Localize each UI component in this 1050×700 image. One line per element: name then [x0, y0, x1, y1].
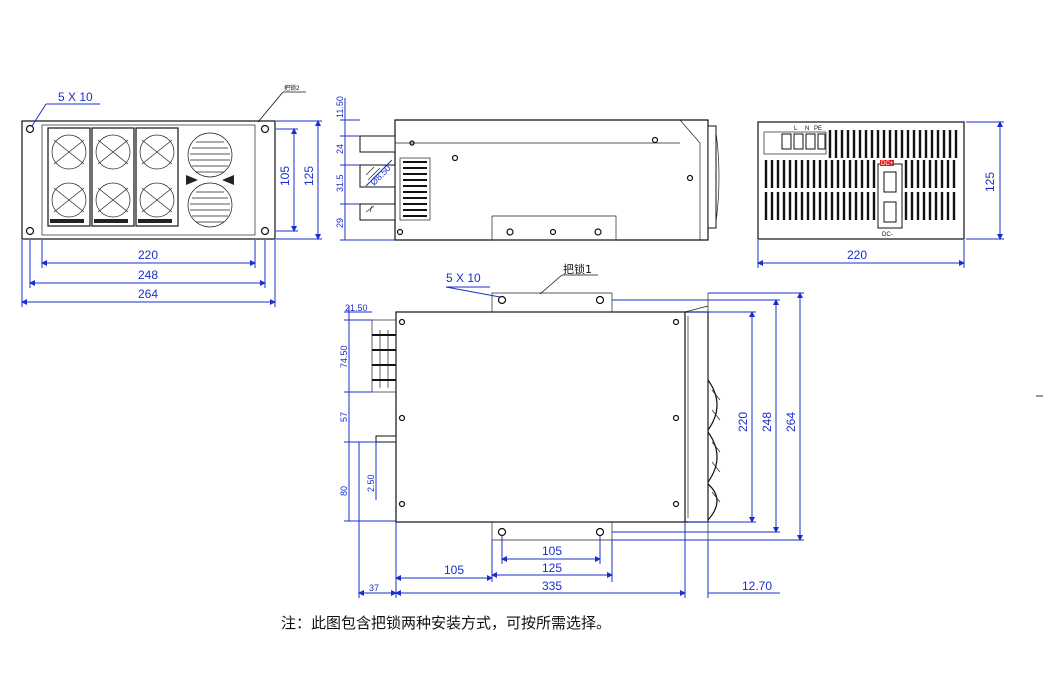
side-view: 11.50 24 31.5 29 Ø8.50	[335, 96, 720, 241]
top-dim-21-50: 21.50	[345, 303, 368, 313]
top-dim-37: 37	[369, 583, 379, 593]
rear-terminal-l: L	[794, 126, 798, 132]
top-dim-2-50: 2.50	[366, 474, 376, 492]
rear-dim-220: 220	[847, 248, 867, 262]
rear-vent-grille	[764, 130, 958, 220]
front-view: 5 X 10 把锁2 220 248 264 105 125	[21, 84, 322, 307]
top-dim-220: 220	[736, 412, 750, 432]
side-dim-31-5: 31.5	[335, 174, 345, 192]
rear-dc-plus: DC+	[881, 161, 894, 167]
top-dim-80: 80	[339, 486, 349, 496]
top-dim-248: 248	[760, 412, 774, 432]
top-view: 5 X 10 把锁1 21.50 74.50 57 2.50 80 220 24…	[339, 262, 804, 598]
rear-terminal-n: N	[805, 126, 809, 132]
front-dim-248: 248	[138, 268, 158, 282]
side-vent	[399, 157, 431, 221]
front-dim-105: 105	[278, 166, 292, 186]
front-hole-label: 5 X 10	[58, 90, 93, 104]
rear-dc-minus: DC-	[882, 232, 893, 238]
top-dim-105-bracket: 105	[542, 544, 562, 558]
top-dim-12-70: 12.70	[742, 579, 772, 593]
top-dim-264: 264	[784, 412, 798, 432]
installation-note: 注：此图包含把锁两种安装方式，可按所需选择。	[281, 614, 612, 632]
top-dim-74-50: 74.50	[339, 345, 349, 368]
top-handle-label: 把锁1	[563, 262, 592, 276]
top-dim-125-bracket: 125	[542, 561, 562, 575]
side-dim-29: 29	[335, 218, 345, 228]
fan-module-3	[135, 127, 179, 227]
front-handle-label: 把锁2	[284, 84, 300, 92]
rear-view: L N PE DC+ DC- 125 220	[757, 121, 1004, 268]
fan-module-2	[91, 127, 135, 227]
side-dim-11-50: 11.50	[335, 96, 345, 118]
side-dim-24: 24	[335, 144, 345, 154]
top-dim-105-offset: 105	[444, 563, 464, 577]
fan-module-1	[47, 127, 91, 227]
front-dim-125: 125	[302, 166, 316, 186]
top-dim-335: 335	[542, 579, 562, 593]
top-hole-label: 5 X 10	[446, 271, 481, 285]
front-vent-grille	[186, 132, 234, 228]
front-dim-264: 264	[138, 287, 158, 301]
rear-dim-125: 125	[983, 172, 997, 192]
front-dim-220: 220	[138, 248, 158, 262]
top-dim-57: 57	[339, 412, 349, 422]
rear-terminal-pe: PE	[814, 126, 822, 132]
